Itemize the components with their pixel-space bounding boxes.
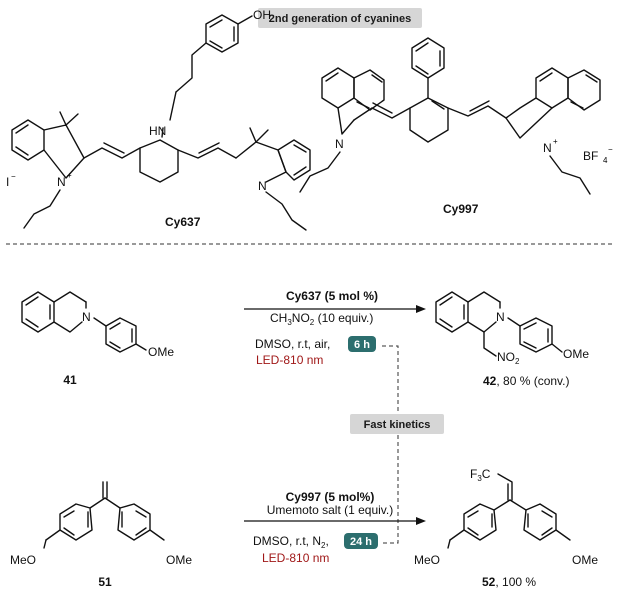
cy997-n-plus: N: [543, 141, 552, 155]
reaction2-light: LED-810 nm: [262, 551, 329, 565]
cy637-nh-label: HN: [149, 124, 166, 138]
cy997-n: N: [335, 137, 344, 151]
compound-42: N OMe NO2 42, 80 % (conv.): [435, 291, 589, 388]
c51-ome: OMe: [166, 553, 192, 567]
c52-cf3: F3C: [470, 467, 491, 483]
cy997-counterion-sub: 4: [603, 156, 608, 165]
c41-n: N: [82, 310, 91, 324]
cy637-oh-label: OH: [253, 8, 271, 22]
c41-label: 41: [63, 373, 77, 387]
header-pill-label: 2nd generation of cyanines: [269, 13, 411, 25]
svg-text:6 h: 6 h: [354, 339, 370, 351]
c51-label: 51: [98, 575, 112, 589]
reaction2-reagent: Umemoto salt (1 equiv.): [267, 503, 394, 517]
svg-text:24 h: 24 h: [350, 536, 372, 548]
reaction2-catalyst: Cy997 (5 mol%): [286, 490, 375, 504]
cy997-counterion: BF: [583, 149, 598, 163]
cy637-plus: +: [67, 171, 72, 180]
cy637-n-plus: N: [57, 175, 66, 189]
cy997-plus: +: [553, 137, 558, 146]
c42-n: N: [496, 310, 505, 324]
cy637-label: Cy637: [165, 215, 201, 229]
c52-ome: OMe: [572, 553, 598, 567]
cy637-n: N: [258, 179, 267, 193]
compound-41: N OMe 41: [21, 291, 174, 387]
kinetics-connector: [382, 345, 399, 544]
c42-ome: OMe: [563, 347, 589, 361]
kinetics-pill: Fast kinetics: [350, 414, 444, 434]
cy997-counterion-charge: −: [608, 145, 613, 154]
reaction1-reagent: CH3NO2 (10 equiv.): [270, 311, 373, 327]
reaction1-time-pill: 6 h: [348, 336, 376, 352]
cy997-label: Cy997: [443, 202, 479, 216]
cy637-counterion-charge: −: [11, 172, 16, 181]
reaction1-conditions: DMSO, r.t, air,: [255, 337, 330, 351]
reaction1-catalyst: Cy637 (5 mol %): [286, 289, 378, 303]
reaction2-time-pill: 24 h: [344, 533, 378, 549]
c52-label: 52, 100 %: [482, 575, 536, 589]
kinetics-pill-label: Fast kinetics: [364, 419, 431, 431]
reaction1: N OMe 41 Cy637 (5 mol %) CH3NO2 (10 equi…: [21, 289, 589, 544]
reaction2-conditions: DMSO, r.t, N2,: [253, 534, 329, 550]
c51-meo: MeO: [10, 553, 36, 567]
cy637-counterion: I: [6, 175, 9, 189]
c42-label: 42, 80 % (conv.): [483, 374, 570, 388]
c52-meo: MeO: [414, 553, 440, 567]
reaction1-light: LED-810 nm: [256, 353, 323, 367]
compound-52: F3C MeO OMe 52, 100 %: [414, 467, 598, 589]
reaction2: MeO OMe 51 Cy997 (5 mol%) Umemoto salt (…: [10, 467, 598, 589]
c41-ome: OMe: [148, 345, 174, 359]
cy637-structure: OH HN N + I − N Cy637: [6, 8, 311, 231]
compound-51: MeO OMe 51: [10, 481, 192, 589]
cy997-structure: N N + BF 4 − Cy997: [299, 37, 613, 216]
c42-no2: NO2: [497, 350, 520, 366]
header-pill: 2nd generation of cyanines: [258, 8, 422, 28]
